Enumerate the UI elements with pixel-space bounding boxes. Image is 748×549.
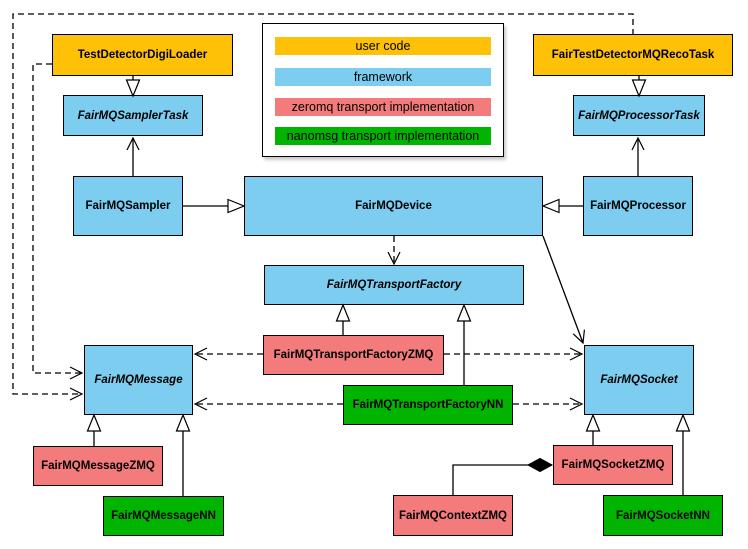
edge-contextzmq-composition-socketzmq <box>452 465 552 495</box>
legend: user code framework zeromq transport imp… <box>262 23 504 157</box>
node-fairmq-message: FairMQMessage <box>84 345 193 415</box>
edge-device-uses-socket <box>542 235 586 345</box>
node-fairmq-transport-factory: FairMQTransportFactory <box>264 265 524 305</box>
node-fairmq-processor-task: FairMQProcessorTask <box>573 95 705 136</box>
node-fairmq-processor: FairMQProcessor <box>583 176 693 236</box>
node-fair-test-detector-mq-reco-task: FairTestDetectorMQRecoTask <box>533 34 733 76</box>
legend-item-zeromq: zeromq transport implementation <box>275 98 491 116</box>
node-test-detector-digi-loader: TestDetectorDigiLoader <box>52 34 233 76</box>
node-fairmq-message-zmq: FairMQMessageZMQ <box>33 446 163 486</box>
node-fairmq-sampler: FairMQSampler <box>73 176 183 236</box>
legend-item-user-code: user code <box>275 37 491 55</box>
node-fairmq-device: FairMQDevice <box>244 176 543 236</box>
node-fairmq-transport-factory-zmq: FairMQTransportFactoryZMQ <box>263 335 444 375</box>
node-fairmq-socket: FairMQSocket <box>584 345 694 415</box>
node-fairmq-sampler-task: FairMQSamplerTask <box>63 95 203 136</box>
legend-item-framework: framework <box>275 68 491 86</box>
node-fairmq-message-nn: FairMQMessageNN <box>103 496 224 536</box>
legend-item-nanomsg: nanomsg transport implementation <box>275 127 491 145</box>
node-fairmq-socket-zmq: FairMQSocketZMQ <box>553 445 673 485</box>
node-fairmq-transport-factory-nn: FairMQTransportFactoryNN <box>343 385 513 425</box>
node-fairmq-socket-nn: FairMQSocketNN <box>603 495 723 536</box>
node-fairmq-context-zmq: FairMQContextZMQ <box>393 495 513 536</box>
